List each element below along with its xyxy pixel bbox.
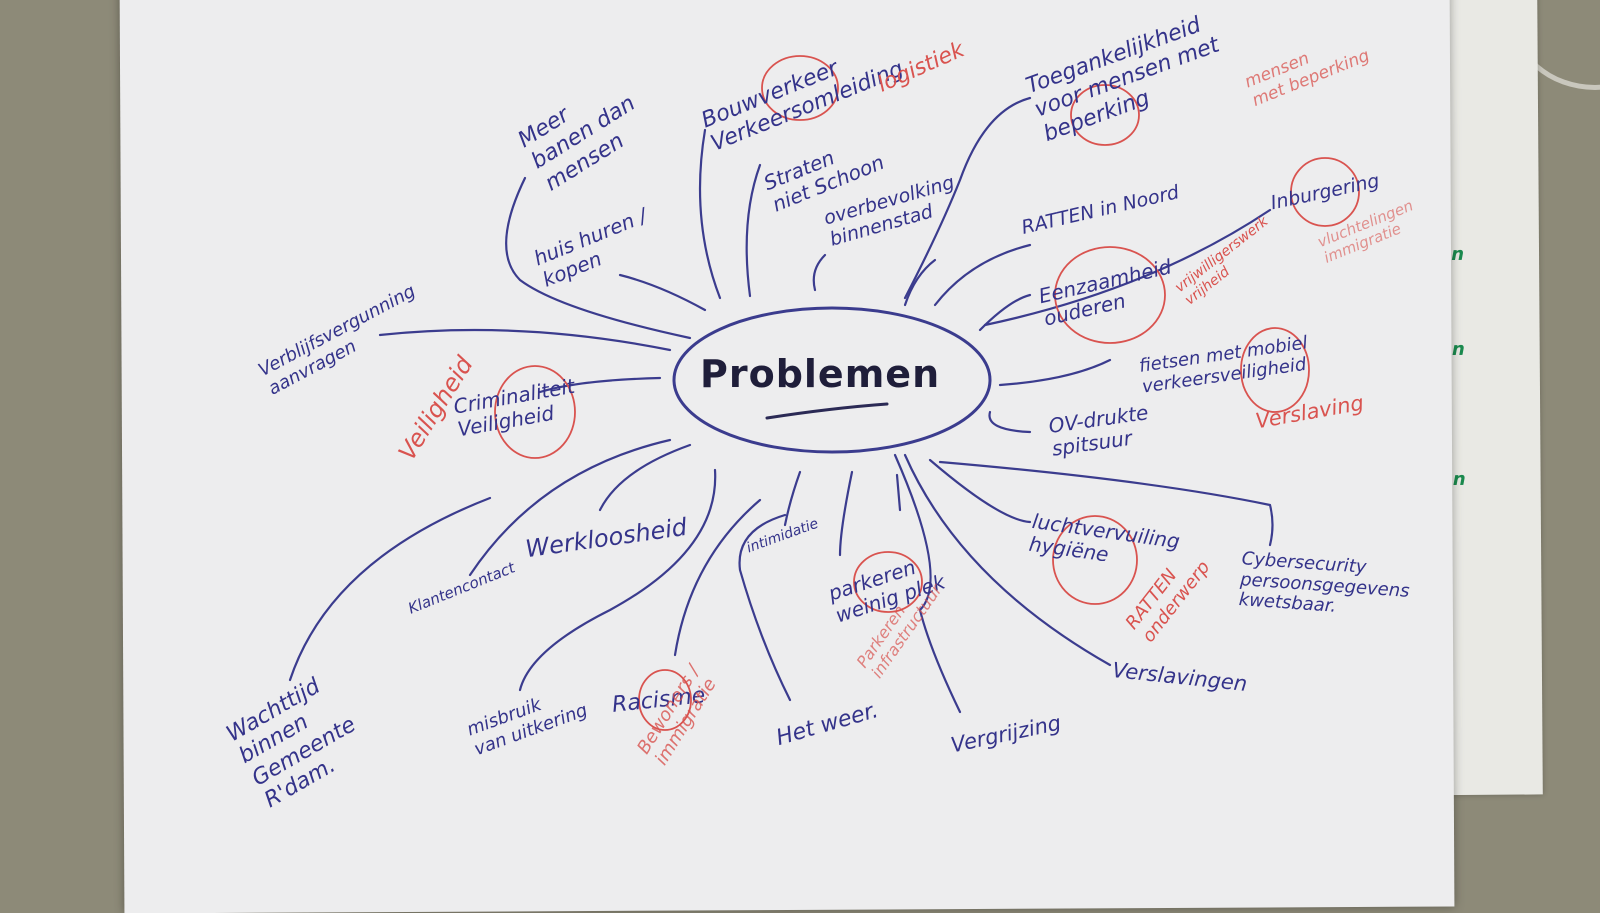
red-circle (761, 55, 839, 121)
branch-line (698, 128, 722, 300)
branch-line (903, 258, 937, 307)
branch-line (468, 438, 672, 577)
branch-line (988, 410, 1032, 434)
branch-line (288, 496, 492, 682)
branch-line (928, 458, 1032, 524)
branch-line (745, 163, 762, 298)
red-circle (1290, 157, 1360, 227)
branch-line (518, 468, 717, 692)
branch-line (783, 470, 802, 527)
branch-line (673, 498, 762, 657)
red-circle (1052, 515, 1138, 605)
branch-line (812, 253, 827, 292)
center-node: Problemen (672, 300, 1002, 460)
branch-line (378, 328, 672, 352)
branch-line (933, 243, 1032, 307)
center-oval (672, 306, 992, 454)
red-circle (1240, 327, 1310, 413)
branch-line (983, 208, 1272, 327)
red-circle (494, 365, 576, 459)
center-title: Problemen (700, 352, 941, 396)
branch-line (505, 176, 692, 340)
branch-line (538, 376, 662, 394)
branch-line (903, 453, 1112, 667)
red-circle (1054, 246, 1166, 344)
red-circle (853, 551, 923, 613)
branch-line (893, 453, 962, 714)
branch-line (618, 273, 707, 312)
red-circle (1070, 84, 1140, 146)
label-cybersecurity: Cybersecurity persoonsgegevens kwetsbaar… (1238, 548, 1411, 618)
branch-line (598, 443, 692, 512)
branch-line (938, 460, 1274, 547)
branch-line (738, 513, 792, 702)
branch-line (903, 96, 1032, 300)
branch-line (838, 470, 854, 557)
branch-line (895, 473, 902, 512)
red-circle (638, 669, 692, 731)
branch-line (998, 358, 1112, 387)
branch-line (978, 293, 1032, 332)
